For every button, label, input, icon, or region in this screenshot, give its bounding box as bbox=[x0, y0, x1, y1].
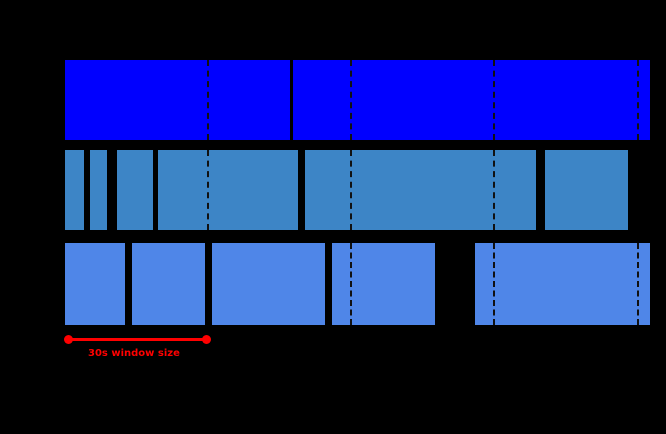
window-boundary-line bbox=[493, 243, 495, 325]
window-boundary-line bbox=[350, 243, 352, 325]
window-size-marker-right bbox=[202, 335, 211, 344]
window-boundary-line bbox=[637, 60, 639, 140]
window-boundary-line bbox=[493, 60, 495, 140]
window-size-measure-line bbox=[68, 338, 207, 341]
segment-block bbox=[117, 150, 153, 230]
window-boundary-line bbox=[207, 150, 209, 230]
segment-block bbox=[90, 150, 107, 230]
window-size-label: 30s window size bbox=[88, 348, 180, 359]
window-boundary-line bbox=[493, 150, 495, 230]
window-boundary-line bbox=[637, 243, 639, 325]
segment-block bbox=[65, 150, 84, 230]
segment-block bbox=[65, 60, 290, 140]
segment-block bbox=[212, 243, 325, 325]
segment-block bbox=[132, 243, 205, 325]
window-boundary-line bbox=[207, 60, 209, 140]
window-size-marker-left bbox=[64, 335, 73, 344]
segment-block bbox=[158, 150, 298, 230]
window-boundary-line bbox=[350, 150, 352, 230]
segment-block bbox=[475, 243, 650, 325]
segment-block bbox=[545, 150, 628, 230]
segment-block bbox=[293, 60, 650, 140]
segment-block bbox=[332, 243, 435, 325]
window-boundary-line bbox=[350, 60, 352, 140]
segment-block bbox=[305, 150, 536, 230]
segment-block bbox=[65, 243, 125, 325]
